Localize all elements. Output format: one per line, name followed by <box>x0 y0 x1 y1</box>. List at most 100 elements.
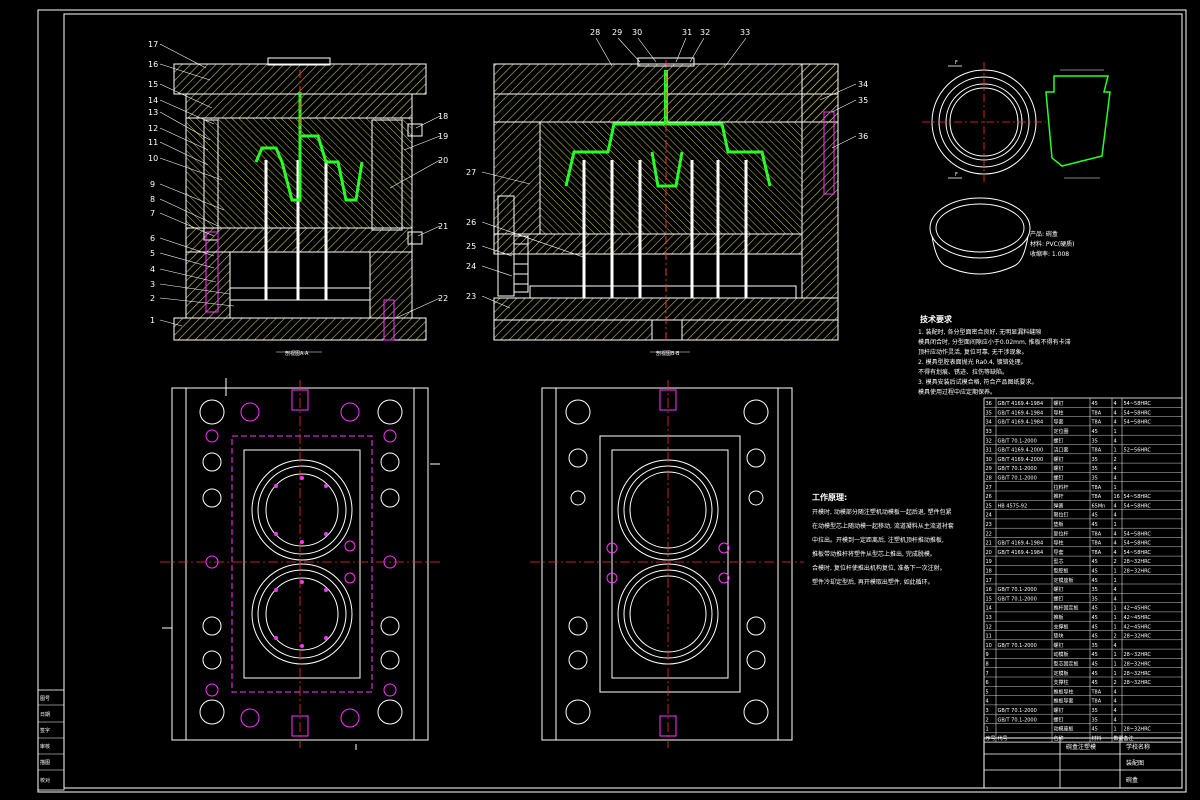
label-20: 20 <box>438 156 448 165</box>
bom-cell: 45 <box>1092 606 1098 612</box>
bom-cell: GB/T 4169.4-2000 <box>998 457 1044 463</box>
tech-line-5: 不得有划痕、锈迹、拉伤等缺陷。 <box>918 368 1008 376</box>
bom-cell: 35 <box>1092 596 1098 602</box>
bom-cell: T8A <box>1091 550 1102 556</box>
bom-cell: 35 <box>1092 457 1098 463</box>
bom-cell: 42~45HRC <box>1124 615 1152 621</box>
bom-cell: 4 <box>1114 531 1117 537</box>
title-block: 碗盒注塑模 学校名称 装配图 碗盒 <box>983 737 1183 789</box>
label-5: 5 <box>150 249 155 258</box>
bom-cell: 28~32HRC <box>1124 671 1152 677</box>
bom-cell: 29 <box>986 466 992 472</box>
tech-requirements: 技术要求 1. 装配时, 各分型面密合良好, 无明显漏料缝隙 模具闭合时, 分型… <box>918 314 1071 396</box>
left-strip: 图号 日期 签字 审核 描图 校对 <box>37 689 65 791</box>
bom-cell: 19 <box>986 559 992 565</box>
bom-cell: 54~58HRC <box>1124 503 1152 509</box>
bom-cell: 36 <box>986 401 992 407</box>
bom-cell: 1 <box>986 727 989 733</box>
bom-cell: 推板导柱 <box>1054 688 1074 695</box>
tech-line-7: 模具使用过程中应定期保养。 <box>918 388 996 396</box>
bom-cell: 1 <box>1114 569 1117 575</box>
bom-cell: 28~32HRC <box>1124 680 1152 686</box>
bom-cell: 45 <box>1092 569 1098 575</box>
bom-cell: 7 <box>986 671 989 677</box>
bom-cell: 25 <box>986 503 992 509</box>
bom-cell: GB/T 4169.4-1984 <box>998 410 1044 416</box>
bom-cell: 定模座板 <box>1054 577 1074 584</box>
bom-cell: GB/T 70.1-2000 <box>998 476 1037 482</box>
label-27: 27 <box>466 168 476 177</box>
bom-cell: 螺钉 <box>1054 465 1064 472</box>
product-views: F F 产品: 碗盒 材料: PVC(硬质) 收缩率: 1.008 <box>922 60 1111 275</box>
bom-cell: 35 <box>1092 476 1098 482</box>
product-name: 产品: 碗盒 <box>1030 230 1058 238</box>
section-mark-top: F <box>955 60 958 66</box>
bom-cell: 4 <box>1114 541 1117 547</box>
bom-cell: T8A <box>1091 410 1102 416</box>
title-part-name: 碗盒 <box>1126 776 1138 784</box>
bom-cell: T8A <box>1091 420 1102 426</box>
label-1: 1 <box>150 316 155 325</box>
bom-cell: 定模板 <box>1054 670 1069 677</box>
bom-cell: 4 <box>1114 717 1117 723</box>
label-26: 26 <box>466 218 476 227</box>
bom-cell: 45 <box>1092 727 1098 733</box>
bom-cell: 45 <box>1092 401 1098 407</box>
bom-cell: 8 <box>986 662 989 668</box>
strip-field-2: 日期 <box>40 712 50 718</box>
bom-cell: 6 <box>986 680 989 686</box>
bom-cell: GB/T 70.1-2000 <box>998 717 1037 723</box>
bom-cell: 1 <box>1114 448 1117 454</box>
bom-cell: HB 4575-92 <box>998 503 1028 509</box>
strip-field-4: 审核 <box>40 743 50 750</box>
work-title: 工作原理: <box>812 492 847 502</box>
section-a-caption: 剖视图A-A <box>285 350 309 357</box>
bom-cell: 4 <box>1114 476 1117 482</box>
bom-cell: 型腔板 <box>1054 568 1069 575</box>
section-a-leaders: 17 16 15 14 13 12 11 10 9 8 7 6 5 4 3 2 … <box>148 40 448 327</box>
sheet-outer-frame <box>37 9 1187 793</box>
bom-cell: 30 <box>986 457 992 463</box>
bom-cell: 17 <box>986 578 992 584</box>
title-drawing-name: 碗盒注塑模 <box>1066 743 1096 751</box>
bom-cell: GB/T 4169.4-1984 <box>998 401 1044 407</box>
bom-cell: 螺钉 <box>1054 586 1064 593</box>
bom-cell: 28 <box>986 476 992 482</box>
bom-cell: 42~45HRC <box>1124 606 1152 612</box>
work-process: 工作原理: 开模时, 动模部分随注塑机动模板一起后退, 塑件包紧 在动模型芯上随… <box>812 492 954 586</box>
bom-cell: 45 <box>1092 522 1098 528</box>
label-34: 34 <box>858 80 868 89</box>
bom-cell: 35 <box>986 410 992 416</box>
bom-cell: 34 <box>986 420 992 426</box>
bom-cell: T8A <box>1091 448 1102 454</box>
bom-cell: 型芯固定板 <box>1054 661 1079 668</box>
label-14: 14 <box>148 96 158 105</box>
section-b-caption: 剖视图B-B <box>656 350 680 357</box>
bom-cell: 动模座板 <box>1054 726 1074 733</box>
label-18: 18 <box>438 112 448 121</box>
bom-cell: 4 <box>986 699 989 705</box>
bom-cell: 1 <box>1114 615 1117 621</box>
bom-cell: 28~32HRC <box>1124 662 1152 668</box>
bom-cell: 14 <box>986 606 992 612</box>
bom-cell: 28~32HRC <box>1124 727 1152 733</box>
bom-cell: 54~58HRC <box>1124 494 1152 500</box>
bom-cell: 2 <box>1114 680 1117 686</box>
bom-cell: 2 <box>986 717 989 723</box>
bom-cell: 弹簧 <box>1054 502 1064 509</box>
bom-cell: 35 <box>1092 708 1098 714</box>
bom-cell: 45 <box>1092 578 1098 584</box>
bom-cell: 4 <box>1114 699 1117 705</box>
work-line-3: 中拉出。开模到一定距离后, 注塑机顶杆推动推板, <box>812 536 944 544</box>
bom-cell: GB/T 70.1-2000 <box>998 466 1037 472</box>
bom-cell: T8A <box>1091 699 1102 705</box>
bom-cell: 33 <box>986 429 992 435</box>
work-line-5: 合模时, 复位杆使推出机构复位, 准备下一次注射。 <box>812 564 946 572</box>
bom-cell: 35 <box>1092 587 1098 593</box>
bom-cell: 1 <box>1114 485 1117 491</box>
section-mark-bottom: F <box>955 172 958 178</box>
bom-cell: 4 <box>1114 503 1117 509</box>
bom-cell: 4 <box>1114 466 1117 472</box>
bom-cell: 导套 <box>1054 419 1064 426</box>
bom-cell: 52~56HRC <box>1124 448 1152 454</box>
